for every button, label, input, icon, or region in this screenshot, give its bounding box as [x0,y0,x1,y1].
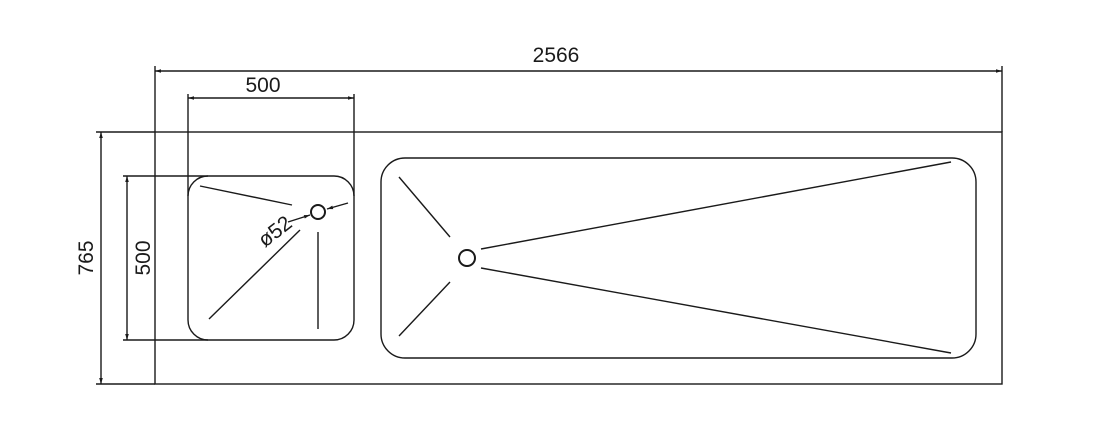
dimension-overall-length: 2566 [154,44,1003,132]
dimension-label-765: 765 [75,240,98,275]
large-bowl-drain [458,249,476,267]
dimension-label-2566: 2566 [533,44,580,67]
dimension-label-500-depth: 500 [132,240,155,275]
dimension-label-500-width: 500 [245,74,280,97]
dimension-overall-depth: 765 [75,131,155,385]
dimension-small-bowl-width: 500 [187,74,355,196]
large-bowl [380,157,977,359]
small-bowl: ø52 [187,175,355,341]
small-bowl-drain [310,204,326,220]
dimension-label-drain-diameter: ø52 [254,212,297,252]
countertop-outline [154,131,1003,385]
dimension-small-bowl-depth: 500 [123,175,208,341]
